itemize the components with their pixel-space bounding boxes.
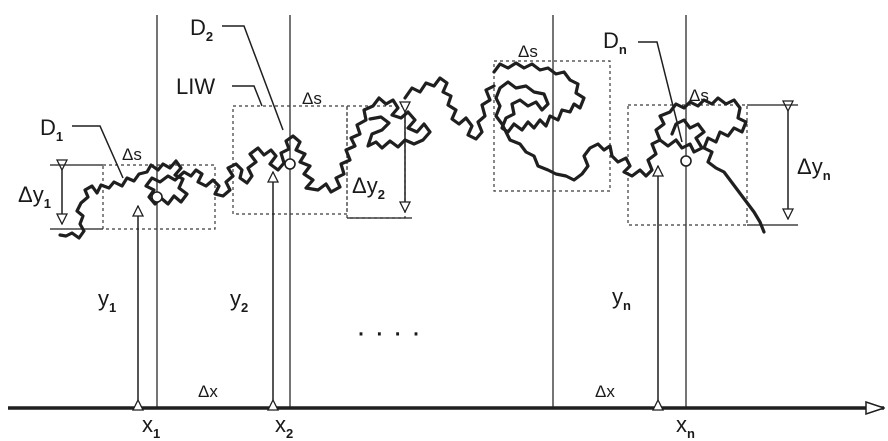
label-dyn: Δyn <box>797 154 831 183</box>
label-dy2: Δy2 <box>352 173 385 202</box>
label-x2: x2 <box>275 412 293 441</box>
label-delta-s-2: Δs <box>302 89 322 108</box>
label-yn: yn <box>612 284 631 313</box>
leader-d1 <box>72 125 124 179</box>
label-dn: Dn <box>603 28 627 57</box>
fractal-curve <box>58 61 766 240</box>
label-delta-x-n: Δx <box>595 382 615 401</box>
dy-arrows <box>50 105 798 230</box>
leader-d2 <box>222 25 284 131</box>
label-liw: LIW <box>176 74 215 99</box>
label-delta-s-1: Δs <box>122 145 142 164</box>
center-point-2 <box>284 158 296 170</box>
label-d2: D2 <box>190 15 213 44</box>
box-liw-ext <box>346 105 406 219</box>
vertical-lines <box>156 15 687 408</box>
label-xn: xn <box>676 412 695 441</box>
box-d1 <box>102 164 216 230</box>
label-dy1: Δy1 <box>18 182 51 211</box>
label-delta-x-1: Δx <box>198 382 218 401</box>
center-point-1 <box>151 191 163 203</box>
y-arrows <box>138 166 658 400</box>
label-delta-s-n: Δs <box>689 86 709 105</box>
leader-liw <box>232 85 263 107</box>
ellipsis: · · · · <box>356 316 421 349</box>
label-x1: x1 <box>142 412 160 441</box>
box-mid <box>493 60 611 192</box>
leader-dn <box>638 41 683 143</box>
center-point-n <box>680 155 692 167</box>
label-delta-s-3: Δs <box>518 42 538 61</box>
leader-lines <box>72 25 683 179</box>
labels: D1 D2 Dn LIW Δs Δs Δs Δs Δy1 Δy2 Δyn y1 … <box>18 15 831 441</box>
label-y2: y2 <box>230 286 248 315</box>
label-y1: y1 <box>98 286 116 315</box>
label-d1: D1 <box>40 115 63 144</box>
